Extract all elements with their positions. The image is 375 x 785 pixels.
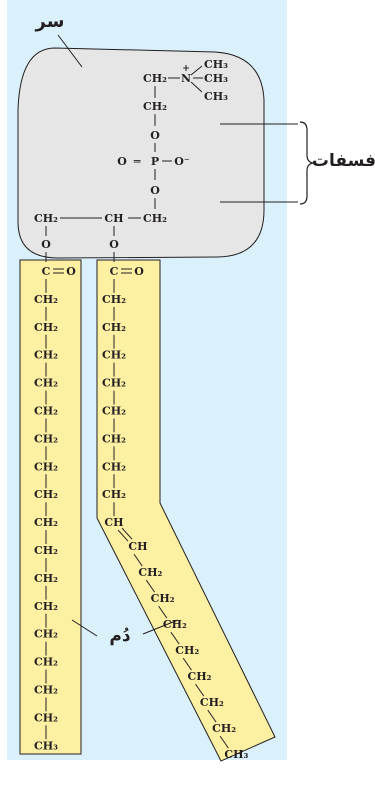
- chain-bond: [121, 527, 133, 540]
- chain-bond: [182, 657, 192, 671]
- chain-bond: [219, 735, 229, 749]
- chain-carbon: CH₂: [200, 696, 224, 709]
- chain-bond: [158, 605, 168, 619]
- chain-bond: [170, 631, 180, 645]
- chain-carbon: CH₂: [34, 684, 58, 697]
- tail-left-box: [19, 259, 82, 755]
- chain-carbon: CH₂: [102, 377, 126, 390]
- chain-carbon: CH₂: [212, 722, 236, 735]
- tail-right-box: [96, 259, 276, 762]
- oxygen-lower: O: [150, 184, 160, 197]
- chain-carbon: CH₂: [102, 488, 126, 501]
- carbonyl-o-right: O: [134, 265, 144, 278]
- ester-o-right: O: [109, 238, 119, 251]
- nitrogen-charge: +: [182, 64, 190, 74]
- n-methyl-bond-1: [190, 65, 203, 76]
- methyl-3: CH₃: [204, 90, 228, 103]
- chain-carbon: CH₂: [34, 460, 58, 473]
- tail-left-chain: CH₂ CH₂ CH₂ CH₂ CH₂ CH₂ CH₂ CH₂ CH₂ CH₂ CH₂ CH₂ CH₂ C…: [34, 279, 58, 752]
- phosphate-o-left: O: [117, 155, 127, 168]
- head-region: [17, 47, 265, 259]
- chain-carbon: CH₂: [102, 432, 126, 445]
- glycerol-backbone: CH₂ CH CH₂ O O C O C O: [34, 212, 167, 278]
- chain-carbon: CH₂: [34, 628, 58, 641]
- chain-carbon: CH₂: [34, 572, 58, 585]
- chain-carbon: CH₂: [163, 618, 187, 631]
- chain-carbon: CH₂: [102, 293, 126, 306]
- head-pointer: [57, 34, 83, 68]
- chain-carbon: CH₂: [175, 644, 199, 657]
- chain-bond: [207, 709, 217, 723]
- choline-ch2: CH₂: [143, 72, 167, 85]
- carbonyl-o-left: O: [66, 265, 76, 278]
- glycerol-right: CH₂: [143, 212, 167, 225]
- tail-right-chain: CH₂ CH₂ CH₂ CH₂ CH₂ CH₂ CH₂ CH₂ CH CH CH₂ CH₂ CH₂ CH₂…: [102, 279, 249, 761]
- glycerol-middle: CH: [104, 212, 123, 225]
- chain-carbon: CH₂: [34, 349, 58, 362]
- chain-bond: [195, 683, 205, 697]
- chain-carbon: CH₃: [34, 739, 58, 752]
- phosphorus-atom: P: [151, 155, 159, 168]
- chain-carbon: CH₂: [188, 670, 212, 683]
- chain-carbon: CH: [128, 540, 147, 553]
- chain-carbon: CH₂: [151, 592, 175, 605]
- head-label: سر: [35, 11, 65, 32]
- chain-carbon: CH₂: [102, 460, 126, 473]
- n-methyl-bond-3: [190, 81, 203, 93]
- phosphate-o-right: O⁻: [174, 155, 190, 168]
- chain-carbon: CH₂: [34, 488, 58, 501]
- chain-carbon: CH₂: [34, 321, 58, 334]
- carbonyl-c-left: C: [42, 265, 51, 278]
- head-group-structure: CH₂ N + CH₃ CH₃ CH₃ CH₂ O O ═ P O⁻ O: [117, 58, 228, 209]
- chain-carbon: CH₃: [224, 748, 248, 761]
- chain-carbon: CH₂: [34, 600, 58, 613]
- tail-label: دُم: [109, 626, 130, 646]
- chain-carbon: CH₂: [34, 711, 58, 724]
- phosphate-label: فسفات: [312, 151, 375, 171]
- chain-carbon: CH₂: [102, 321, 126, 334]
- tail-pointer-right: [142, 619, 179, 635]
- chain-carbon: CH₂: [102, 349, 126, 362]
- chain-carbon: CH₂: [34, 377, 58, 390]
- chain-bond: [145, 579, 156, 593]
- chain-carbon: CH₂: [138, 566, 162, 579]
- chain-carbon: CH: [104, 516, 123, 529]
- choline-ch2-2: CH₂: [143, 100, 167, 113]
- nitrogen-atom: N: [181, 72, 191, 85]
- tail-pointer-left: [71, 619, 98, 637]
- ester-o-left: O: [41, 238, 51, 251]
- chain-carbon: CH₂: [34, 516, 58, 529]
- chain-carbon: CH₂: [34, 405, 58, 418]
- chain-carbon: CH₂: [34, 293, 58, 306]
- oxygen-upper: O: [150, 129, 160, 142]
- chain-bond: [133, 553, 143, 567]
- chain-carbon: CH₂: [102, 405, 126, 418]
- chain-carbon: CH₂: [34, 544, 58, 557]
- glycerol-left: CH₂: [34, 212, 58, 225]
- phosphate-brace: [299, 121, 314, 205]
- methyl-1: CH₃: [204, 58, 228, 71]
- chain-carbon: CH₂: [34, 656, 58, 669]
- methyl-2: CH₃: [204, 72, 228, 85]
- carbonyl-c-right: C: [110, 265, 119, 278]
- chain-bond: [117, 529, 129, 542]
- chain-carbon: CH₂: [34, 432, 58, 445]
- phosphate-double-bond: ═: [133, 155, 141, 168]
